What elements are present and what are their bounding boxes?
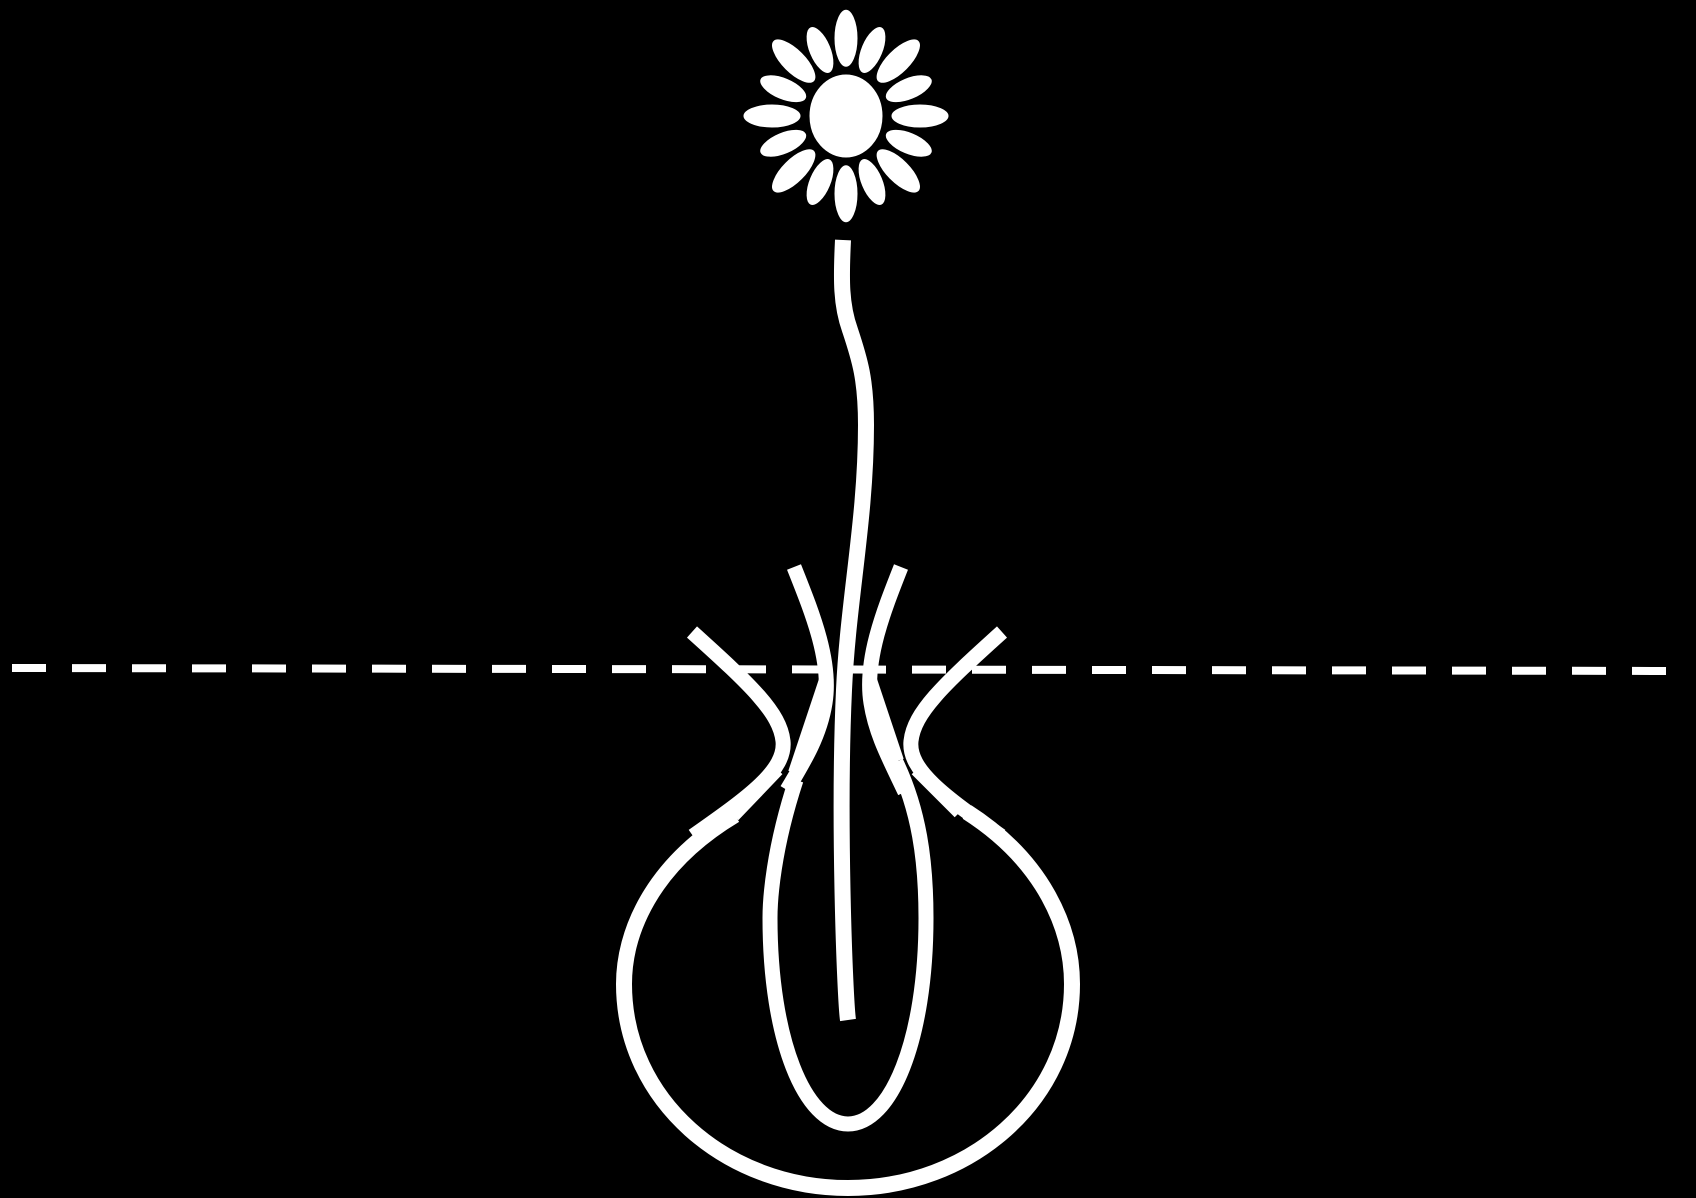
flower-petal — [833, 8, 859, 68]
outer-vessel-join — [917, 769, 960, 812]
flower-petal — [742, 103, 802, 129]
flower-petal — [833, 164, 859, 224]
flower-stem — [842, 240, 866, 1020]
flower-head — [742, 8, 950, 223]
flower-petal — [890, 103, 950, 129]
outer-vessel-join — [733, 769, 777, 815]
flower-center — [808, 73, 884, 159]
